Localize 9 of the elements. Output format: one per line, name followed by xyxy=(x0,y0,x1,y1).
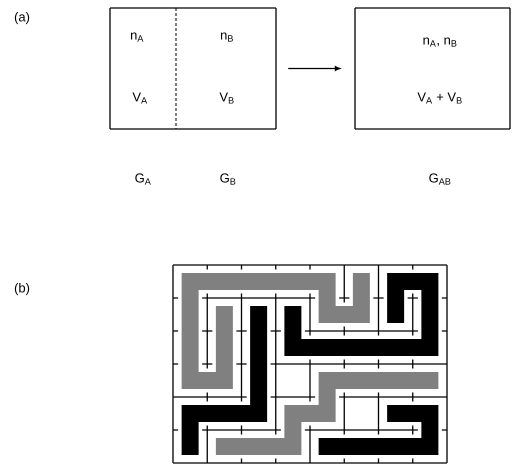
box: n$_{A}$ V$_{A}$ xyxy=(109,7,176,130)
panel-label: (a) xyxy=(14,12,30,24)
panel-label: (b) xyxy=(14,282,30,296)
box-label: G$_{A}$ xyxy=(135,173,151,185)
box: n$_{A}$, n$_{B}$ V$_{A}$ + V$_{B}$ xyxy=(354,7,511,130)
box-label: G$_{AB}$ xyxy=(429,173,450,185)
box: n$_{B}$ V$_{B}$ xyxy=(176,7,277,130)
box-label: G$_{B}$ xyxy=(220,173,236,185)
arrow xyxy=(288,66,340,71)
